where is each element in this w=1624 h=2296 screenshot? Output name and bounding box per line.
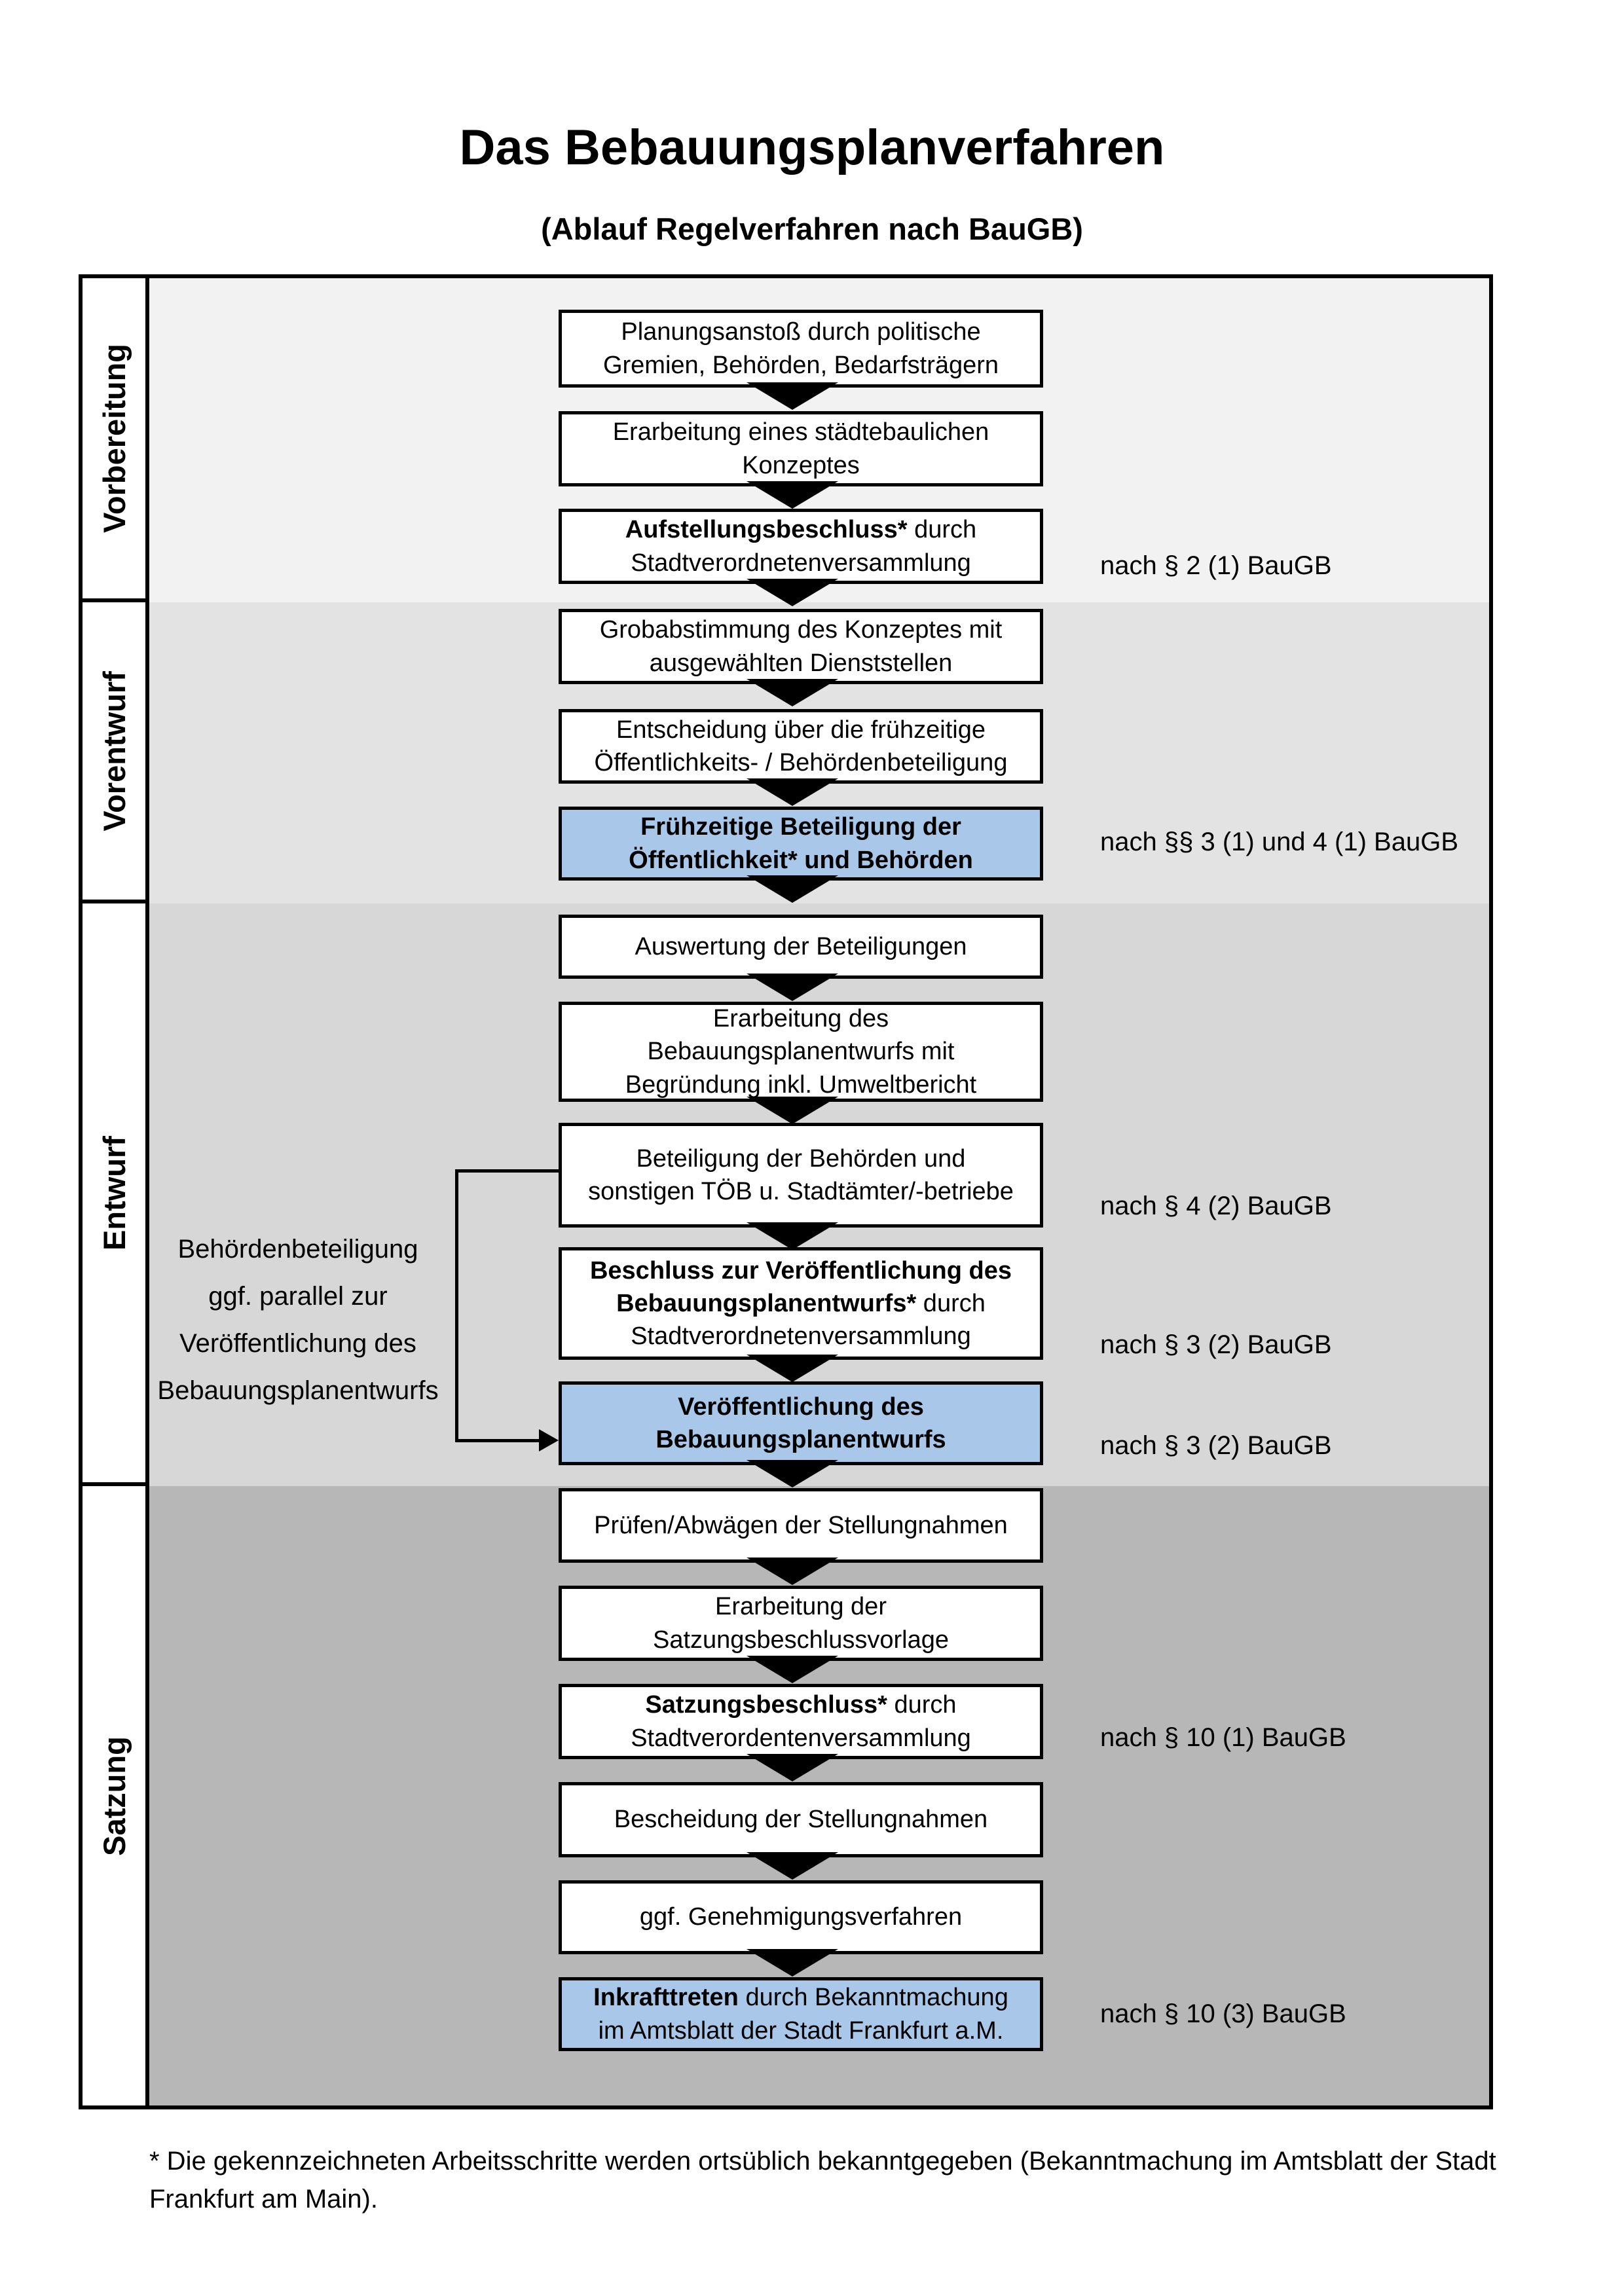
- flow-box-text: Erarbeitung eines städtebaulichen Konzep…: [612, 418, 989, 479]
- flow-box-12: Prüfen/Abwägen der Stellungnahmen: [559, 1488, 1043, 1563]
- flow-box-text: Inkrafttreten durch Bekanntmachung im Am…: [593, 1984, 1008, 2045]
- flow-box-text: Grobabstimmung des Konzeptes mit ausgewä…: [599, 616, 1003, 677]
- arrow-down-icon: [747, 679, 838, 706]
- arrow-down-icon: [747, 382, 838, 410]
- flow-box-4: Grobabstimmung des Konzeptes mit ausgewä…: [559, 609, 1043, 684]
- legal-annotation-3: nach § 4 (2) BauGB: [1100, 1192, 1332, 1220]
- arrow-down-icon: [747, 1754, 838, 1781]
- page-subtitle: (Ablauf Regelverfahren nach BauGB): [541, 211, 1083, 246]
- phase-label-text: Vorbereitung: [96, 344, 132, 533]
- legal-annotation-2: nach §§ 3 (1) und 4 (1) BauGB: [1100, 828, 1458, 856]
- legal-annotation-7: nach § 10 (3) BauGB: [1100, 1999, 1346, 2028]
- phase-label-entwurf: Entwurf: [83, 903, 145, 1486]
- arrow-down-icon: [747, 1222, 838, 1250]
- flow-box-text: Prüfen/Abwägen der Stellungnahmen: [594, 1511, 1008, 1539]
- flow-box-text: Beschluss zur Veröffentlichung des Bebau…: [589, 1256, 1012, 1351]
- flow-box-15: Bescheidung der Stellungnahmen: [559, 1782, 1043, 1857]
- phase-label-vorbereitung: Vorbereitung: [83, 278, 145, 602]
- flow-box-text: Satzungsbeschluss* durch Stadtverordente…: [631, 1691, 971, 1752]
- flow-box-13: Erarbeitung der Satzungsbeschlussvorlage: [559, 1586, 1043, 1661]
- phase-label-vorentwurf: Vorentwurf: [83, 602, 145, 903]
- arrow-down-icon: [747, 481, 838, 509]
- flow-box-text: Planungsanstoß durch politische Gremien,…: [602, 318, 999, 379]
- phase-label-text: Entwurf: [96, 1135, 132, 1250]
- flow-box-17: Inkrafttreten durch Bekanntmachung im Am…: [559, 1977, 1043, 2051]
- flow-box-2: Erarbeitung eines städtebaulichen Konzep…: [559, 411, 1043, 486]
- flow-box-14: Satzungsbeschluss* durch Stadtverordente…: [559, 1684, 1043, 1759]
- legal-annotation-6: nach § 10 (1) BauGB: [1100, 1723, 1346, 1752]
- arrow-down-icon: [747, 974, 838, 1001]
- page-title: Das Bebauungsplanverfahren: [459, 120, 1165, 175]
- arrow-down-icon: [747, 875, 838, 903]
- arrow-down-icon: [747, 1460, 838, 1487]
- flow-box-text: Frühzeitige Beteiligung der Öffentlichke…: [629, 813, 973, 874]
- bracket-arrowhead-icon: [539, 1429, 559, 1451]
- flow-box-text: Beteiligung der Behörden und sonstigen T…: [588, 1144, 1014, 1205]
- arrow-down-icon: [747, 1949, 838, 1977]
- flow-box-16: ggf. Genehmigungsverfahren: [559, 1880, 1043, 1954]
- arrow-down-icon: [747, 1656, 838, 1683]
- flow-box-5: Entscheidung über die frühzeitige Öffent…: [559, 709, 1043, 784]
- flow-box-text: Aufstellungsbeschluss* durch Stadtverord…: [625, 516, 977, 577]
- flow-box-text: Erarbeitung des Bebauungsplanentwurfs mi…: [625, 1005, 977, 1099]
- flow-box-text: Bescheidung der Stellungnahmen: [614, 1806, 988, 1834]
- arrow-down-icon: [747, 1558, 838, 1585]
- flow-box-text: Veröffentlichung des Bebauungsplanentwur…: [655, 1393, 946, 1453]
- phase-label-text: Vorentwurf: [96, 670, 132, 831]
- side-note: Behördenbeteiligung ggf. parallel zur Ve…: [157, 1235, 439, 1405]
- footnote: * Die gekennzeichneten Arbeitsschritte w…: [149, 2147, 1496, 2214]
- flow-box-text: Erarbeitung der Satzungsbeschlussvorlage: [652, 1593, 950, 1654]
- phase-label-satzung: Satzung: [83, 1486, 145, 2105]
- arrow-down-icon: [747, 1097, 838, 1124]
- legal-annotation-5: nach § 3 (2) BauGB: [1100, 1431, 1332, 1460]
- bracket-vertical-segment: [455, 1169, 458, 1442]
- bracket-bottom-segment: [455, 1439, 540, 1442]
- flow-box-8: Erarbeitung des Bebauungsplanentwurfs mi…: [559, 1002, 1043, 1102]
- flow-box-1: Planungsanstoß durch politische Gremien,…: [559, 310, 1043, 388]
- arrow-down-icon: [747, 579, 838, 606]
- flow-box-9: Beteiligung der Behörden und sonstigen T…: [559, 1123, 1043, 1228]
- flow-box-6: Frühzeitige Beteiligung der Öffentlichke…: [559, 807, 1043, 881]
- flow-box-11: Veröffentlichung des Bebauungsplanentwur…: [559, 1381, 1043, 1465]
- flow-box-10: Beschluss zur Veröffentlichung des Bebau…: [559, 1247, 1043, 1360]
- arrow-down-icon: [747, 1355, 838, 1382]
- flow-box-text: Auswertung der Beteiligungen: [635, 932, 967, 960]
- bracket-top-segment: [455, 1169, 559, 1173]
- phase-label-text: Satzung: [96, 1736, 132, 1856]
- arrow-down-icon: [747, 1852, 838, 1880]
- flow-box-text: Entscheidung über die frühzeitige Öffent…: [594, 716, 1008, 776]
- legal-annotation-4: nach § 3 (2) BauGB: [1100, 1330, 1332, 1359]
- flow-box-text: ggf. Genehmigungsverfahren: [639, 1903, 963, 1931]
- legal-annotation-1: nach § 2 (1) BauGB: [1100, 551, 1332, 580]
- arrow-down-icon: [747, 778, 838, 806]
- flow-box-7: Auswertung der Beteiligungen: [559, 915, 1043, 979]
- flow-box-3: Aufstellungsbeschluss* durch Stadtverord…: [559, 509, 1043, 584]
